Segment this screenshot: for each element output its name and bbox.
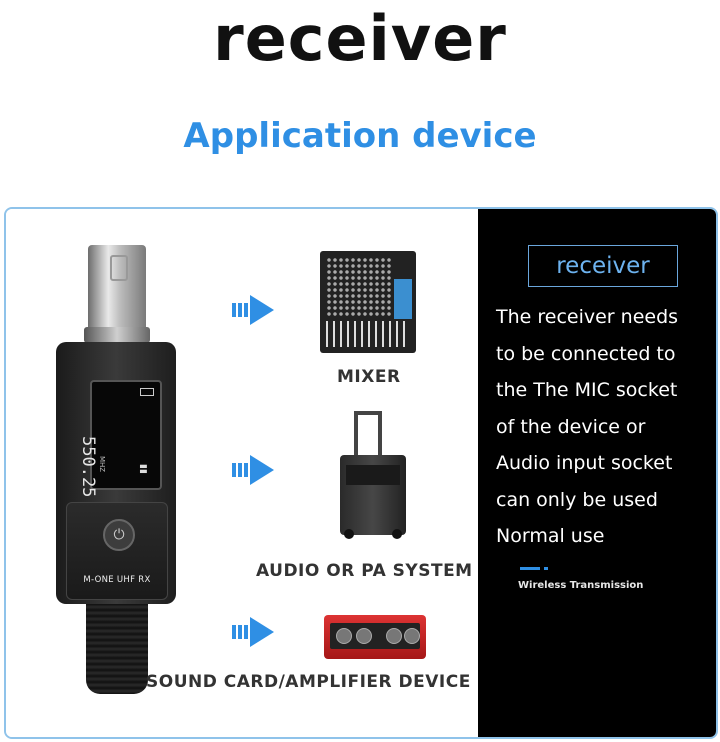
device-control-panel: ⏻ M-ONE UHF RX bbox=[66, 502, 168, 600]
receiver-device: 550.25 MHZ ▮▮ ⏻ M-ONE UHF RX bbox=[56, 342, 176, 604]
power-icon: ⏻ bbox=[103, 519, 135, 551]
description-line: the The MIC socket bbox=[496, 379, 678, 401]
xlr-female-connector bbox=[86, 604, 148, 694]
target-label-sound-card: SOUND CARD/AMPLIFIER DEVICE bbox=[146, 672, 471, 692]
xlr-ring bbox=[84, 327, 150, 343]
application-panel: 550.25 MHZ ▮▮ ⏻ M-ONE UHF RX MIXER AUDIO… bbox=[4, 207, 718, 739]
target-label-mixer: MIXER bbox=[337, 367, 401, 387]
xlr-male-connector bbox=[88, 245, 146, 341]
signal-icon: ▮▮ bbox=[137, 464, 148, 474]
arrow-right-icon bbox=[232, 295, 282, 325]
wireless-transmission-label: Wireless Transmission bbox=[518, 580, 644, 591]
description-line: The receiver needs bbox=[496, 306, 679, 328]
sound-card-image bbox=[324, 615, 426, 659]
description-line: to be connected to bbox=[496, 342, 676, 365]
info-heading: receiver bbox=[556, 253, 650, 279]
accent-bar bbox=[520, 567, 540, 570]
page-subtitle: Application device bbox=[183, 116, 537, 156]
page-title: receiver bbox=[213, 2, 507, 75]
device-model-label: M-ONE UHF RX bbox=[83, 575, 151, 585]
frequency-unit: MHZ bbox=[98, 456, 106, 473]
pa-speaker-image bbox=[340, 411, 410, 539]
device-diagram: 550.25 MHZ ▮▮ ⏻ M-ONE UHF RX MIXER AUDIO… bbox=[6, 209, 478, 737]
device-screen: 550.25 MHZ ▮▮ bbox=[78, 380, 162, 497]
arrow-right-icon bbox=[232, 617, 282, 647]
mixer-image bbox=[320, 251, 416, 353]
info-panel: receiver The receiver needs to be connec… bbox=[478, 209, 716, 737]
battery-icon bbox=[140, 388, 154, 396]
frequency-readout: 550.25 bbox=[78, 436, 98, 498]
description-line: of the device or bbox=[496, 415, 646, 438]
description-line: Normal use bbox=[496, 525, 605, 547]
target-label-pa-system: AUDIO OR PA SYSTEM bbox=[256, 561, 473, 581]
accent-dot bbox=[544, 567, 548, 570]
info-heading-box: receiver bbox=[528, 245, 678, 287]
info-description: The receiver needs to be connected to th… bbox=[496, 299, 716, 555]
description-line: can only be used bbox=[496, 488, 658, 511]
description-line: Audio input socket bbox=[496, 452, 673, 474]
arrow-right-icon bbox=[232, 455, 282, 485]
